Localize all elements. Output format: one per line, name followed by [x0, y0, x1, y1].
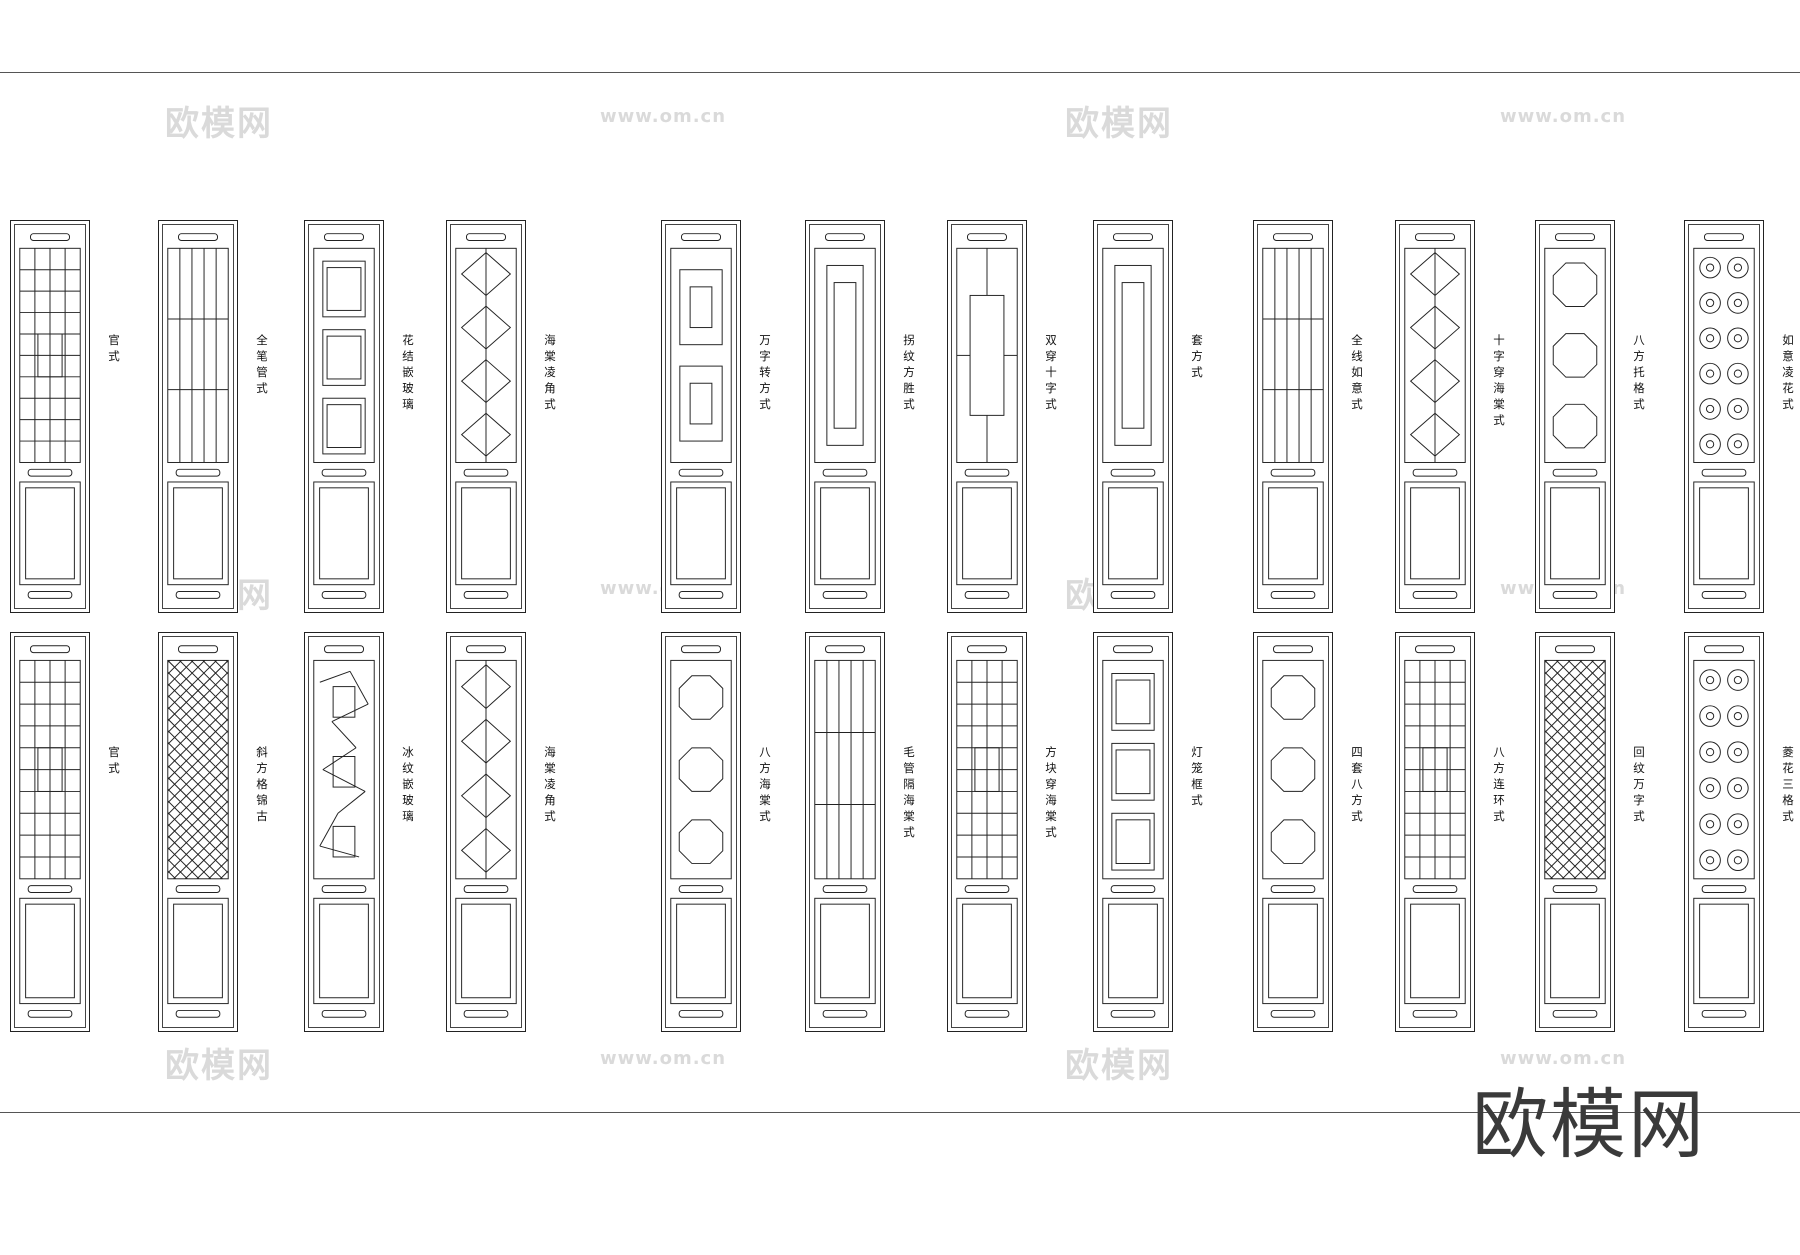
door-panel — [10, 632, 90, 1032]
panel-style-label: 海棠凌角式 — [544, 745, 556, 823]
panel-style-label: 拐纹方胜式 — [903, 333, 915, 411]
panel-style-label: 八方托格式 — [1633, 333, 1645, 411]
door-panel — [805, 632, 885, 1032]
panel-style-label: 菱花三格式 — [1782, 745, 1794, 823]
panel-style-label: 海棠凌角式 — [544, 333, 556, 411]
watermark-url: www.om.cn — [600, 1048, 727, 1069]
watermark-text: 欧模网 — [1065, 104, 1173, 144]
lattice-pattern — [455, 233, 517, 599]
panel-style-label: 灯笼框式 — [1191, 745, 1203, 807]
panel-style-label: 全线如意式 — [1351, 333, 1363, 411]
door-panel — [304, 220, 384, 613]
panel-style-label: 全笔管式 — [256, 333, 268, 395]
door-panel — [1395, 220, 1475, 613]
panel-style-label: 方块穿海棠式 — [1045, 745, 1057, 839]
lattice-pattern — [167, 645, 229, 1018]
panel-style-label: 四套八方式 — [1351, 745, 1363, 823]
door-panel — [1535, 632, 1615, 1032]
watermark-url: www.om.cn — [1500, 106, 1627, 127]
lattice-pattern — [1693, 233, 1755, 599]
panel-style-label: 花结嵌玻璃 — [402, 333, 414, 411]
watermark-text: 欧模网 — [165, 1046, 273, 1086]
lattice-pattern — [814, 645, 876, 1018]
watermark-url: www.om.cn — [600, 106, 727, 127]
door-panel — [1093, 220, 1173, 613]
lattice-pattern — [19, 233, 81, 599]
lattice-pattern — [1262, 233, 1324, 599]
door-panel — [805, 220, 885, 613]
lattice-pattern — [19, 645, 81, 1018]
door-panel — [947, 220, 1027, 613]
bottom-border-line — [0, 1112, 1800, 1113]
panel-style-label: 官式 — [108, 333, 120, 363]
watermark-url: www.om.cn — [1500, 1048, 1627, 1069]
panel-style-label: 如意凌花式 — [1782, 333, 1794, 411]
door-panel — [661, 632, 741, 1032]
lattice-pattern — [1544, 233, 1606, 599]
lattice-pattern — [1102, 233, 1164, 599]
panel-style-label: 官式 — [108, 745, 120, 775]
lattice-pattern — [1102, 645, 1164, 1018]
lattice-pattern — [313, 645, 375, 1018]
lattice-pattern — [1404, 233, 1466, 599]
door-panel — [1253, 632, 1333, 1032]
panel-style-label: 冰纹嵌玻璃 — [402, 745, 414, 823]
lattice-pattern — [455, 645, 517, 1018]
panel-style-label: 双穿十字式 — [1045, 333, 1057, 411]
lattice-pattern — [956, 233, 1018, 599]
lattice-pattern — [1693, 645, 1755, 1018]
door-panel — [304, 632, 384, 1032]
door-panel — [446, 632, 526, 1032]
lattice-pattern — [1544, 645, 1606, 1018]
lattice-pattern — [670, 645, 732, 1018]
lattice-pattern — [814, 233, 876, 599]
watermark-text: 欧模网 — [165, 104, 273, 144]
panel-style-label: 十字穿海棠式 — [1493, 333, 1505, 427]
lattice-pattern — [956, 645, 1018, 1018]
lattice-pattern — [167, 233, 229, 599]
panel-style-label: 毛管隔海棠式 — [903, 745, 915, 839]
door-panel — [947, 632, 1027, 1032]
door-panel — [158, 220, 238, 613]
panel-style-label: 套方式 — [1191, 333, 1203, 379]
door-panel — [1395, 632, 1475, 1032]
top-border-line — [0, 72, 1800, 73]
panel-style-label: 斜方格锦古 — [256, 745, 268, 823]
door-panel — [1093, 632, 1173, 1032]
panel-style-label: 万字转方式 — [759, 333, 771, 411]
lattice-pattern — [1262, 645, 1324, 1018]
brand-logo: 欧模网 — [1472, 1080, 1706, 1169]
door-panel — [446, 220, 526, 613]
panel-style-label: 八方连环式 — [1493, 745, 1505, 823]
door-panel — [10, 220, 90, 613]
door-panel — [158, 632, 238, 1032]
door-panel — [1253, 220, 1333, 613]
door-panel — [1535, 220, 1615, 613]
panel-style-label: 八方海棠式 — [759, 745, 771, 823]
panel-style-label: 回纹万字式 — [1633, 745, 1645, 823]
lattice-pattern — [1404, 645, 1466, 1018]
watermark-text: 欧模网 — [1065, 1046, 1173, 1086]
door-panel — [661, 220, 741, 613]
door-panel — [1684, 632, 1764, 1032]
lattice-pattern — [313, 233, 375, 599]
lattice-pattern — [670, 233, 732, 599]
door-panel — [1684, 220, 1764, 613]
